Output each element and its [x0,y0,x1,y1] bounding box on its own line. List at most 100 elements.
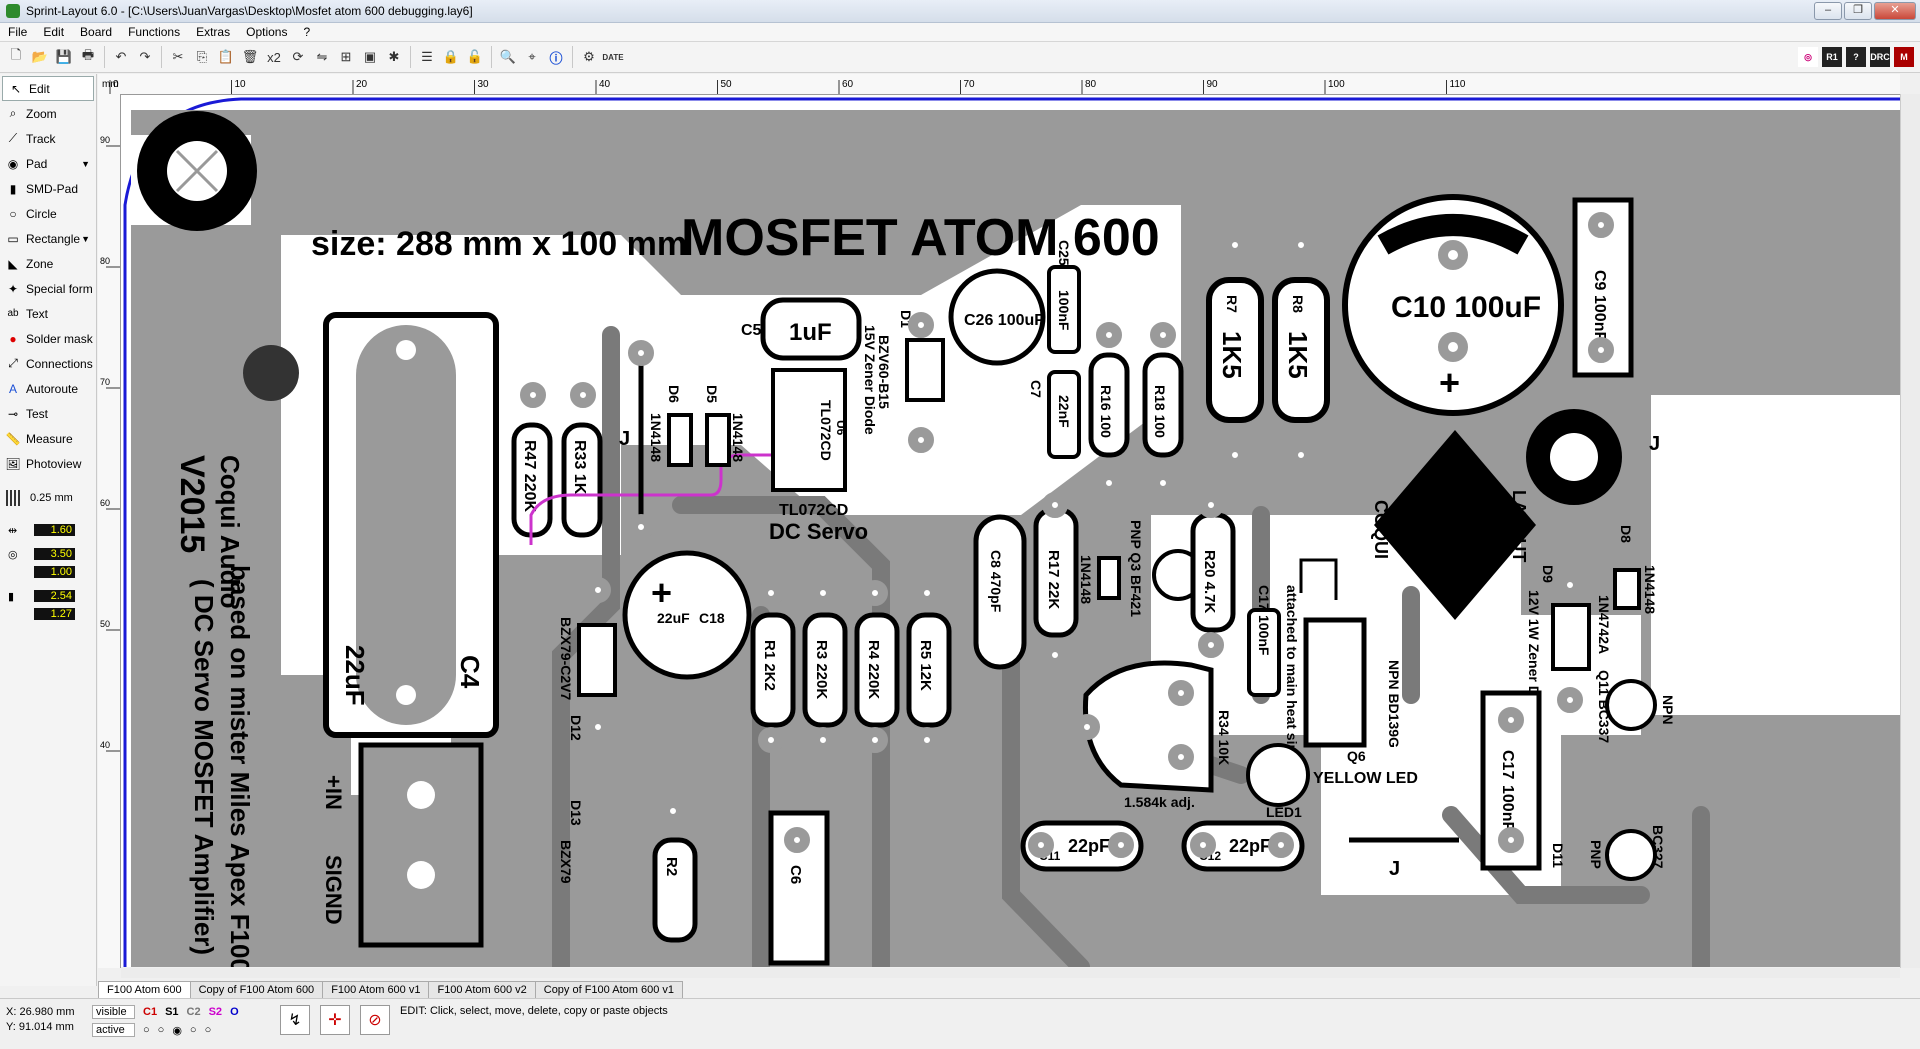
r17-label[interactable]: R17 22K [1045,550,1062,609]
based-on-text[interactable]: based on mister Miles Apex F100 [225,565,255,967]
radio-c1[interactable]: ○ [143,1024,150,1036]
c7-body[interactable] [1047,370,1081,459]
tool-connections[interactable]: ⤢Connections [0,351,96,376]
r3-body[interactable] [802,612,848,728]
pad[interactable] [862,727,888,753]
tool-zone[interactable]: ◣Zone [0,251,96,276]
macro-icon[interactable]: M [1894,47,1914,67]
copy-icon[interactable]: ⎘ [196,49,208,64]
pad[interactable] [810,727,836,753]
tab-board[interactable]: F100 Atom 600 v2 [428,981,536,998]
pad[interactable] [1222,442,1248,468]
paste-icon[interactable]: 📋 [217,49,235,64]
c10-label[interactable]: C10 100uF [1391,291,1541,324]
jumper-label[interactable]: J [619,428,630,450]
r8-body[interactable] [1272,277,1330,423]
pad[interactable] [1150,470,1176,496]
settings-icon[interactable]: ✱ [388,49,400,64]
menu-board[interactable]: Board [80,25,113,39]
chip-icon[interactable]: ⚙ [583,49,595,64]
c25-body[interactable] [1047,265,1081,354]
led1-label[interactable]: LED1 [1266,804,1302,820]
led-color-label[interactable]: YELLOW LED [1313,770,1418,787]
pad[interactable] [914,580,940,606]
d7-value[interactable]: 1N4148 [1078,555,1094,604]
d9-label[interactable]: D9 [1540,565,1556,583]
d12-value[interactable]: BZX79-C2V7 [558,617,574,700]
d11-label[interactable]: D11 [1550,843,1566,868]
pad[interactable] [585,714,611,740]
d9-part[interactable]: 1N4742A [1596,595,1612,654]
d6-body[interactable] [667,413,693,467]
r16-label[interactable]: R16 100 [1098,385,1114,438]
board-title-text[interactable]: MOSFET ATOM 600 [681,209,1160,267]
pad-outer-param[interactable]: ◎3.50 [0,546,96,562]
r34-body[interactable] [1082,660,1214,793]
pad[interactable] [520,382,546,408]
d1-value[interactable]: BZV60-B15 [876,335,892,409]
coqui-text[interactable]: COQUI [1371,500,1391,559]
print-icon[interactable]: 🖶 [81,47,95,62]
c18-label[interactable]: C18 [699,610,725,626]
r8-value[interactable]: 1K5 [1283,331,1313,379]
delete-icon[interactable]: 🗑 [241,49,259,64]
d6-value[interactable]: 1N4148 [648,413,664,462]
input-plus-label[interactable]: +IN [321,775,346,810]
pad[interactable] [585,577,611,603]
tool-edit[interactable]: ↖Edit [2,76,94,101]
route-icon[interactable]: ↯ [280,1005,310,1035]
led1-body[interactable] [1246,743,1310,807]
pad[interactable] [570,382,596,408]
pad[interactable] [1557,687,1583,713]
q11-npn-label[interactable]: NPN [1660,695,1676,725]
menu-file[interactable]: File [8,25,28,39]
c12-body[interactable] [1181,820,1305,872]
pad[interactable] [908,312,934,338]
pad[interactable] [1288,442,1314,468]
radio-s2[interactable]: ○ [189,1024,197,1036]
cut-icon[interactable]: ✂ [172,49,184,64]
c17-value[interactable]: 100nF [1499,785,1516,831]
c25-value[interactable]: 100nF [1056,290,1072,331]
rotate-icon[interactable]: ⟳ [292,49,304,64]
c7-label[interactable]: C7 [1028,380,1044,398]
save-icon[interactable]: 💾 [55,49,73,64]
d5-label[interactable]: D5 [704,385,720,403]
r34-label[interactable]: R34 10K [1216,710,1232,765]
c17-label[interactable]: C17 [1499,750,1516,779]
open-folder-icon[interactable]: 📂 [31,49,49,64]
c8-body[interactable] [973,514,1027,670]
layer-c1[interactable]: C1 [143,1006,158,1018]
d6-label[interactable]: D6 [666,385,682,403]
menu-help[interactable]: ? [303,25,311,39]
track-width-param[interactable]: ⇹1.60 [0,522,96,538]
no-ratsnest-icon[interactable]: ⊘ [360,1005,390,1035]
pcb-drawing[interactable]: size: 288 mm x 100 mm MOSFET ATOM 600 Co… [121,95,1900,967]
based-on-text-2[interactable]: ( DC Servo MOSFET Amplifier) [189,579,219,955]
r1-button[interactable]: R1 [1822,47,1842,67]
date-button[interactable]: DATE [602,52,624,62]
tool-test[interactable]: ⊸Test [0,401,96,426]
pad[interactable] [1288,232,1314,258]
new-file-icon[interactable]: 🗋 [10,47,22,62]
d1-value-2[interactable]: 15V Zener Diode [862,325,878,435]
drc-button[interactable]: DRC [1870,47,1890,67]
d8-label[interactable]: D8 [1618,525,1634,543]
tab-board[interactable]: Copy of F100 Atom 600 [189,981,324,998]
pad[interactable] [1042,492,1068,518]
pad[interactable] [1150,322,1176,348]
d5-body[interactable] [705,413,731,467]
jumper-label[interactable]: J [1389,858,1400,880]
dc-servo-label[interactable]: DC Servo [769,519,868,544]
c17a-label[interactable]: C17 [1256,585,1272,611]
pad[interactable] [914,727,940,753]
pad[interactable] [1588,212,1614,238]
layer-o[interactable]: O [230,1006,239,1018]
tool-rectangle[interactable]: ▭Rectangle▼ [0,226,96,251]
smd-height-param[interactable]: 1.27 [0,606,96,622]
pad[interactable] [1074,714,1100,740]
maximize-button[interactable]: ❐ [1844,2,1872,20]
c9-value[interactable]: 100nF [1591,295,1608,341]
pad-outer-value[interactable]: 3.50 [34,548,75,560]
pad[interactable] [628,514,654,540]
